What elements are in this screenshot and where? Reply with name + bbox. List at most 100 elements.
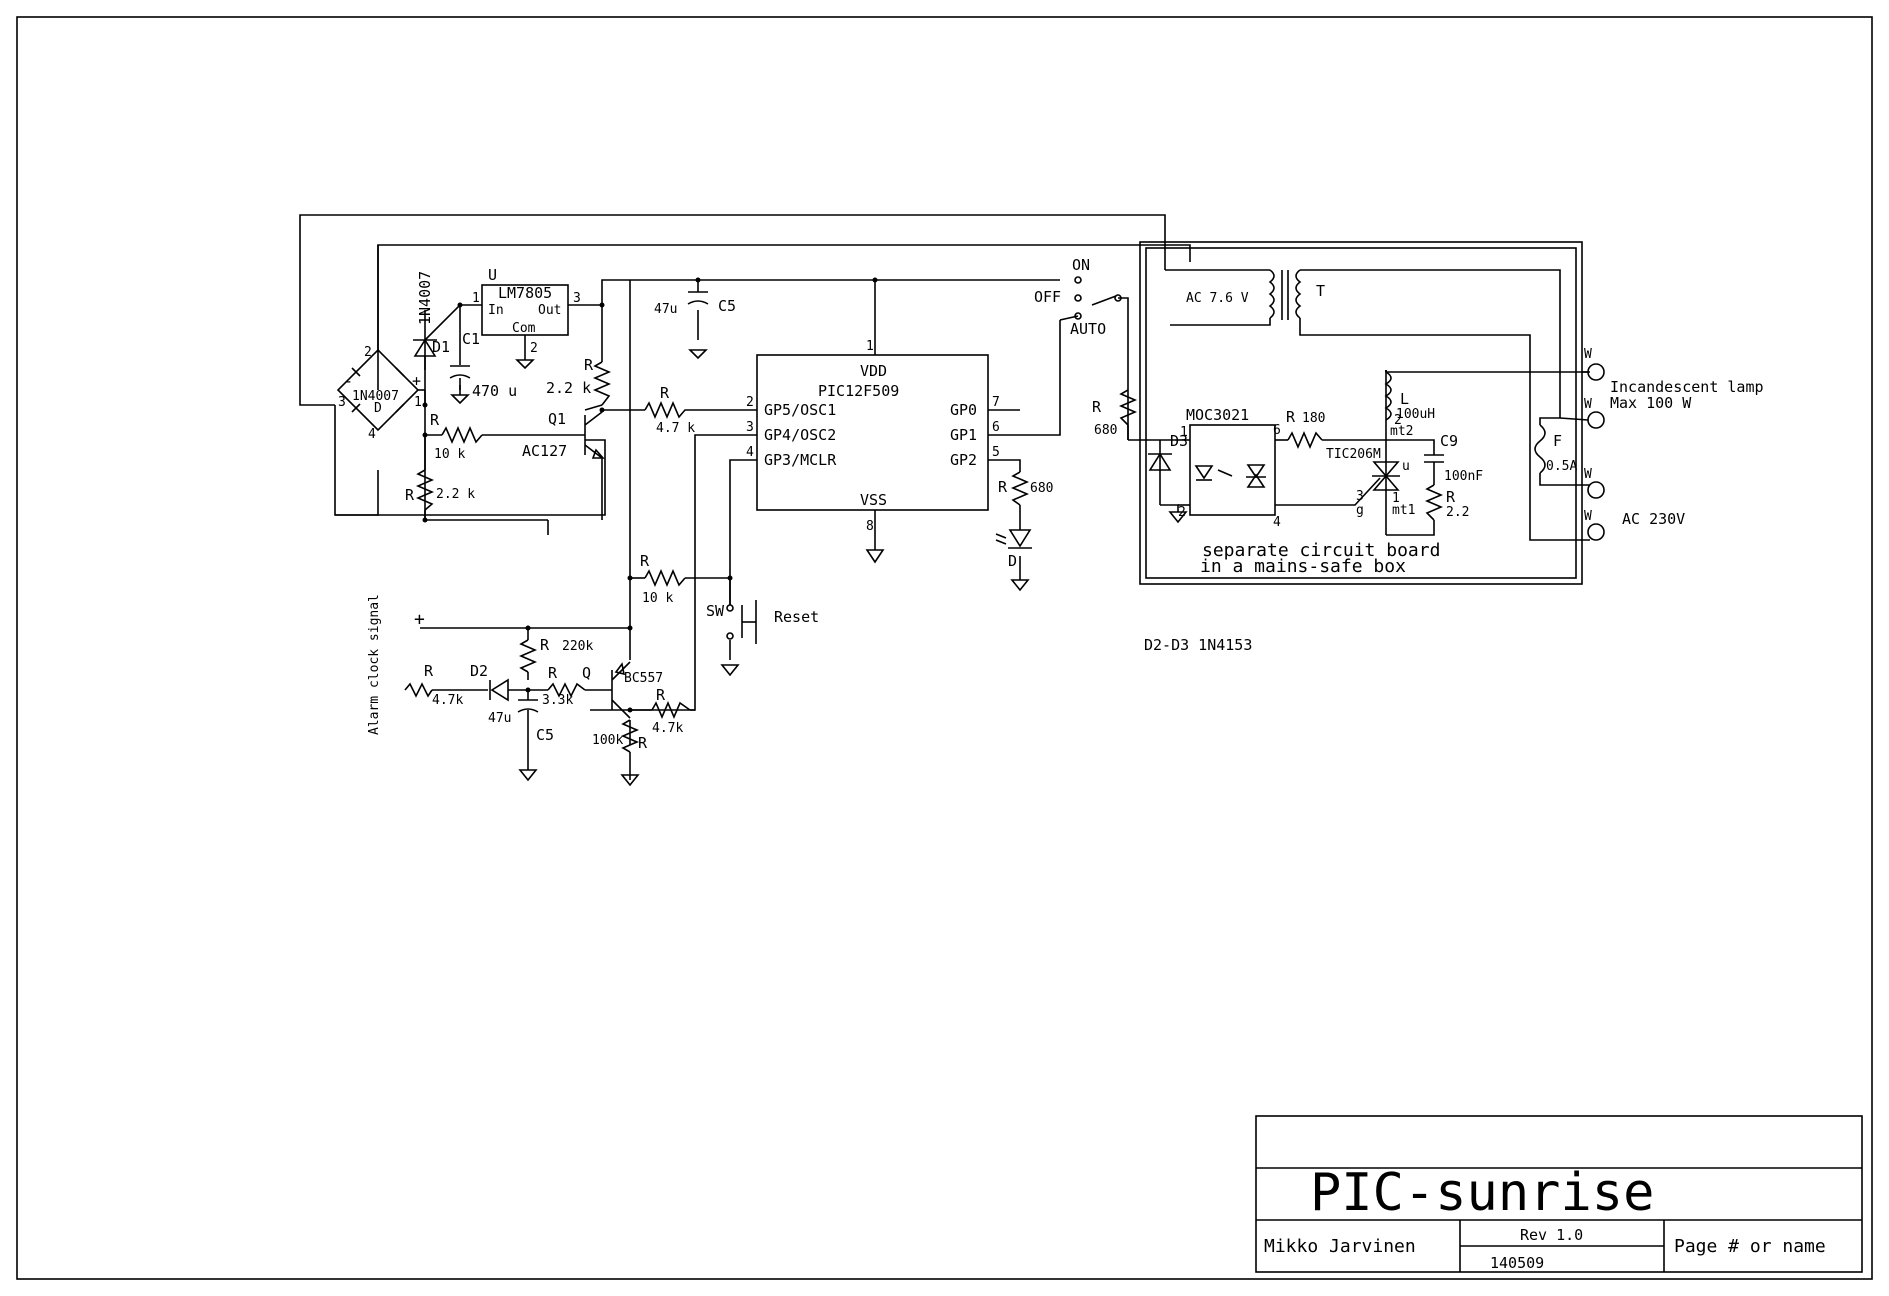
fuse-value: 0.5A [1546, 459, 1577, 474]
alarm-rin-value: 4.7k [432, 693, 463, 708]
c5-top-value: 47u [654, 302, 677, 317]
mcu-p7: 7 [992, 395, 1000, 410]
bridge-rectifier: 1N4007 D 2 3 1 4 - + [336, 245, 426, 442]
r680-ref: R [998, 478, 1008, 496]
d1-ref: D1 [432, 338, 450, 356]
diode-note: D2-D3 1N4153 [1144, 636, 1252, 654]
q1-part: AC127 [522, 442, 567, 460]
alarm-plus: + [414, 609, 425, 630]
resistor-2k2-low: R 2.2 k [405, 469, 475, 511]
terminal-2: W [1584, 397, 1592, 412]
triac-p2: 2 [1394, 413, 1402, 428]
alarm-circuit: Alarm clock signal + R 4.7k D2 R 220k R … [367, 594, 691, 787]
r180-value: 180 [1302, 411, 1325, 426]
mcu-gp2: GP2 [950, 451, 977, 469]
reset-ref: SW [706, 602, 725, 620]
alarm-r3k3-ref: R [548, 664, 558, 682]
bridge-pin3: 3 [338, 395, 346, 410]
reg-part: LM7805 [498, 284, 552, 302]
alarm-r3k3-value: 3.3k [542, 693, 573, 708]
mcu-p6: 6 [992, 420, 1000, 435]
reset-label: Reset [774, 608, 819, 626]
resistor-680-led: R 680 [998, 471, 1053, 506]
terminal-1: W [1584, 347, 1592, 362]
title-block: PIC-sunrise Mikko Jarvinen Rev 1.0 14050… [1255, 1115, 1863, 1273]
bridge-minus: - [344, 372, 353, 390]
r680-value: 680 [1030, 481, 1053, 496]
bridge-pin1: 1 [414, 395, 422, 410]
reg-pin1: 1 [472, 291, 480, 306]
opto-p6: 6 [1273, 423, 1281, 438]
title: PIC-sunrise [1310, 1163, 1654, 1223]
triac-part: TIC206M [1326, 447, 1381, 462]
mcu-gp0: GP0 [950, 401, 977, 419]
transistor-q1: Q1 AC127 [522, 410, 605, 520]
capacitor-c1: C1 470 u [449, 330, 517, 405]
r10kreset-ref: R [640, 552, 650, 570]
alarm-r4k7-value: 4.7k [652, 721, 683, 736]
reg-com: Com [512, 321, 536, 336]
reset-switch: SW Reset [706, 600, 819, 677]
reg-in: In [488, 303, 504, 318]
alarm-r220k-value: 220k [562, 639, 593, 654]
inductor-value: 100uH [1396, 407, 1435, 422]
bridge-plus: + [412, 372, 421, 390]
r10k-ref: R [430, 411, 440, 429]
mcu-p3: 3 [746, 420, 754, 435]
bridge-pin4: 4 [368, 427, 376, 442]
d3-ref: D3 [1170, 432, 1188, 450]
revision: Rev 1.0 [1520, 1226, 1583, 1244]
inductor-ref: L [1400, 390, 1409, 408]
terminals: W W W W Incandescent lamp Max 100 W AC 2… [1559, 347, 1764, 541]
reg-out: Out [538, 303, 561, 318]
mcu-gp5: GP5/OSC1 [764, 401, 836, 419]
triac-g: g [1356, 503, 1364, 518]
mains-note-line1: separate circuit board [1202, 540, 1440, 561]
opto-p2: 2 [1178, 505, 1186, 520]
mains-board: AC 7.6 V T R 680 D3 MOC3021 1 2 6 4 R 18… [1092, 241, 1590, 585]
led-d: D [995, 529, 1032, 592]
c1-ref: C1 [462, 330, 480, 348]
alarm-r100k-value: 100k [592, 733, 623, 748]
r2k2up-value: 2.2 k [546, 379, 591, 397]
date: 140509 [1490, 1254, 1544, 1272]
diode-d1: 1N4007 D1 [413, 271, 450, 370]
c1-value: 470 u [472, 382, 517, 400]
triac-u: u [1402, 459, 1410, 474]
c9-value: 100nF [1444, 469, 1483, 484]
r22-ref: R [1446, 488, 1456, 506]
lamp-label: Incandescent lamp [1610, 378, 1764, 396]
triac-mt1: mt1 [1392, 503, 1415, 518]
reg-pin2: 2 [530, 341, 538, 356]
sheet-border [16, 16, 1873, 1280]
mcu-gp3: GP3/MCLR [764, 451, 837, 469]
opto-p4: 4 [1273, 515, 1281, 530]
page-name: Page # or name [1674, 1236, 1826, 1257]
reg-pin3: 3 [573, 291, 581, 306]
alarm-rin-ref: R [424, 662, 434, 680]
alarm-q-ref: Q [582, 664, 591, 682]
r180-ref: R [1286, 408, 1296, 426]
terminal-4: W [1584, 509, 1592, 524]
mcu-p4: 4 [746, 445, 754, 460]
resistor-10k-reset: R 10 k [640, 552, 686, 606]
alarm-d2: D2 [470, 662, 488, 680]
transformer-ref: T [1316, 282, 1325, 300]
ac-label: AC 230V [1622, 510, 1685, 528]
regulator-lm7805: U LM7805 In Out Com 1 3 2 [472, 266, 581, 370]
opto-p1: 1 [1180, 425, 1188, 440]
mcu-part: PIC12F509 [818, 382, 899, 400]
alarm-r4k7-ref: R [656, 686, 666, 704]
alarm-q-part: BC557 [624, 671, 663, 686]
mains-r680-value: 680 [1094, 423, 1117, 438]
opto-part: MOC3021 [1186, 406, 1249, 424]
mcu-pic12f509: VDD PIC12F509 GP5/OSC1 GP4/OSC2 GP3/MCLR… [746, 339, 1000, 564]
bridge-pin2: 2 [364, 345, 372, 360]
mcu-p5: 5 [992, 445, 1000, 460]
switch-on-off-auto: ON OFF AUTO [1034, 256, 1122, 338]
mains-note-line2: in a mains-safe box [1200, 556, 1406, 577]
triac-mt2: mt2 [1390, 424, 1413, 439]
terminal-3: W [1584, 467, 1592, 482]
r22-value: 2.2 [1446, 505, 1469, 520]
